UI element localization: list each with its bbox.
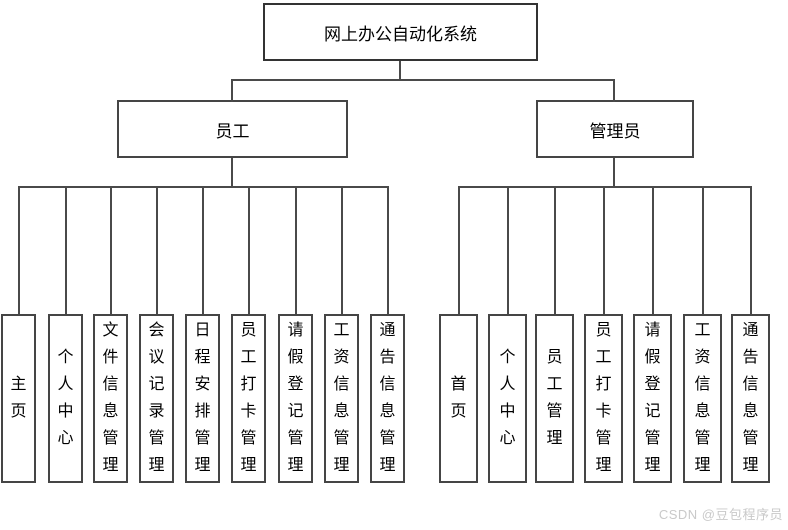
node-label: 网上办公自动化系统 [324, 24, 477, 44]
diagram-node-0-2: 文件信息管理 [93, 314, 128, 483]
node-label: 员工管理 [546, 349, 563, 447]
diagram-node-1-4: 请假登记管理 [633, 314, 672, 483]
node-label: 员工打卡管理 [595, 322, 612, 474]
node-label: 通告信息管理 [742, 322, 759, 474]
node-label: 管理员 [589, 121, 641, 141]
connector-line [341, 186, 343, 316]
node-label: 工资信息管理 [694, 322, 711, 474]
node-label: 主页 [10, 376, 27, 420]
node-label: 员工打卡管理 [240, 322, 257, 474]
diagram-node-0-4: 日程安排管理 [185, 314, 220, 483]
connector-line [652, 186, 654, 316]
connector-line [65, 186, 67, 316]
connector-line [231, 158, 233, 188]
diagram-node-1-2: 员工管理 [535, 314, 574, 483]
node-label: 请假登记管理 [287, 322, 304, 474]
connector-line [458, 186, 460, 316]
node-label: 个人中心 [499, 349, 516, 447]
diagram-node-employee: 员工 [117, 100, 348, 158]
diagram-node-0-8: 通告信息管理 [370, 314, 405, 483]
diagram-node-root: 网上办公自动化系统 [263, 3, 538, 61]
diagram-node-admin: 管理员 [536, 100, 694, 158]
diagram-node-1-0: 首页 [439, 314, 478, 483]
diagram-node-0-3: 会议记录管理 [139, 314, 174, 483]
connector-line [507, 186, 509, 316]
diagram-node-0-7: 工资信息管理 [324, 314, 359, 483]
connector-line [603, 186, 605, 316]
connector-line [613, 79, 615, 102]
diagram-node-0-5: 员工打卡管理 [231, 314, 266, 483]
connector-line [18, 186, 20, 316]
diagram-node-1-6: 通告信息管理 [731, 314, 770, 483]
diagram-node-1-1: 个人中心 [488, 314, 527, 483]
connector-line [248, 186, 250, 316]
connector-line [458, 186, 752, 188]
diagram-node-0-0: 主页 [1, 314, 36, 483]
node-label: 工资信息管理 [333, 322, 350, 474]
connector-line [110, 186, 112, 316]
watermark: CSDN @豆包程序员 [658, 507, 783, 522]
node-label: 通告信息管理 [379, 322, 396, 474]
node-label: 日程安排管理 [194, 322, 211, 474]
node-label: 首页 [450, 376, 467, 420]
diagram-node-0-1: 个人中心 [48, 314, 83, 483]
connector-line [387, 186, 389, 316]
diagram-node-1-3: 员工打卡管理 [584, 314, 623, 483]
connector-line [156, 186, 158, 316]
connector-line [702, 186, 704, 316]
connector-line [750, 186, 752, 316]
connector-line [231, 79, 233, 102]
node-label: 文件信息管理 [102, 322, 119, 474]
connector-line [202, 186, 204, 316]
connector-line [295, 186, 297, 316]
node-label: 员工 [215, 121, 250, 141]
diagram-node-1-5: 工资信息管理 [683, 314, 722, 483]
connector-line [231, 79, 615, 81]
connector-line [554, 186, 556, 316]
connector-line [399, 61, 401, 81]
node-label: 请假登记管理 [644, 322, 661, 474]
node-label: 个人中心 [57, 349, 74, 447]
connector-line [613, 158, 615, 188]
node-label: 会议记录管理 [148, 322, 165, 474]
diagram-node-0-6: 请假登记管理 [278, 314, 313, 483]
